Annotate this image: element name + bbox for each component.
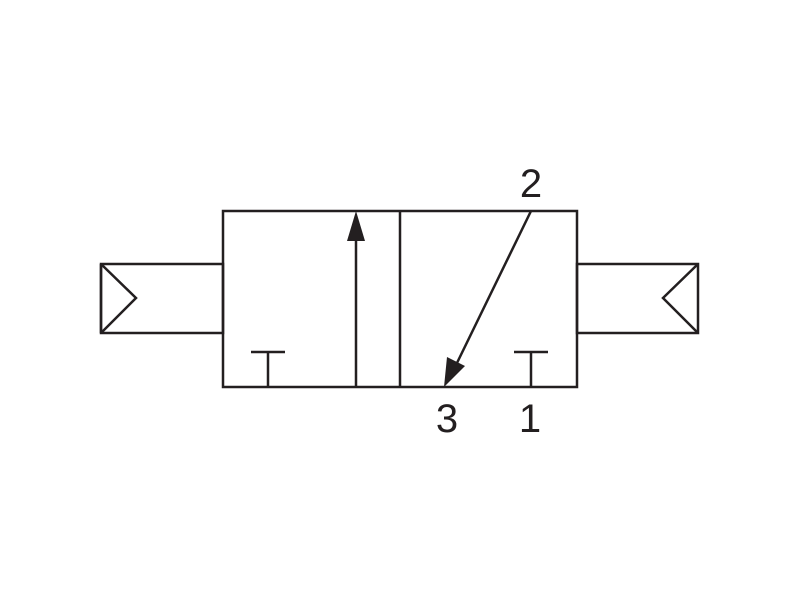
right-actuator-box: [575, 262, 700, 335]
left-solenoid-actuator: [99, 262, 225, 335]
left-actuator-chevron: [100, 263, 138, 334]
port-label-3: 3: [436, 397, 458, 441]
left-envelope: [251, 236, 358, 387]
left-actuator-box: [99, 262, 225, 335]
right-solenoid-actuator: [575, 262, 700, 335]
right-actuator-chevron: [661, 263, 699, 334]
right-envelope: [454, 210, 548, 387]
port-label-2: 2: [520, 162, 542, 206]
right-envelope-flow-line: [454, 210, 533, 366]
right-flow-arrowhead: [444, 357, 465, 387]
left-flow-arrowhead: [347, 211, 365, 241]
port-label-1: 1: [519, 397, 541, 441]
